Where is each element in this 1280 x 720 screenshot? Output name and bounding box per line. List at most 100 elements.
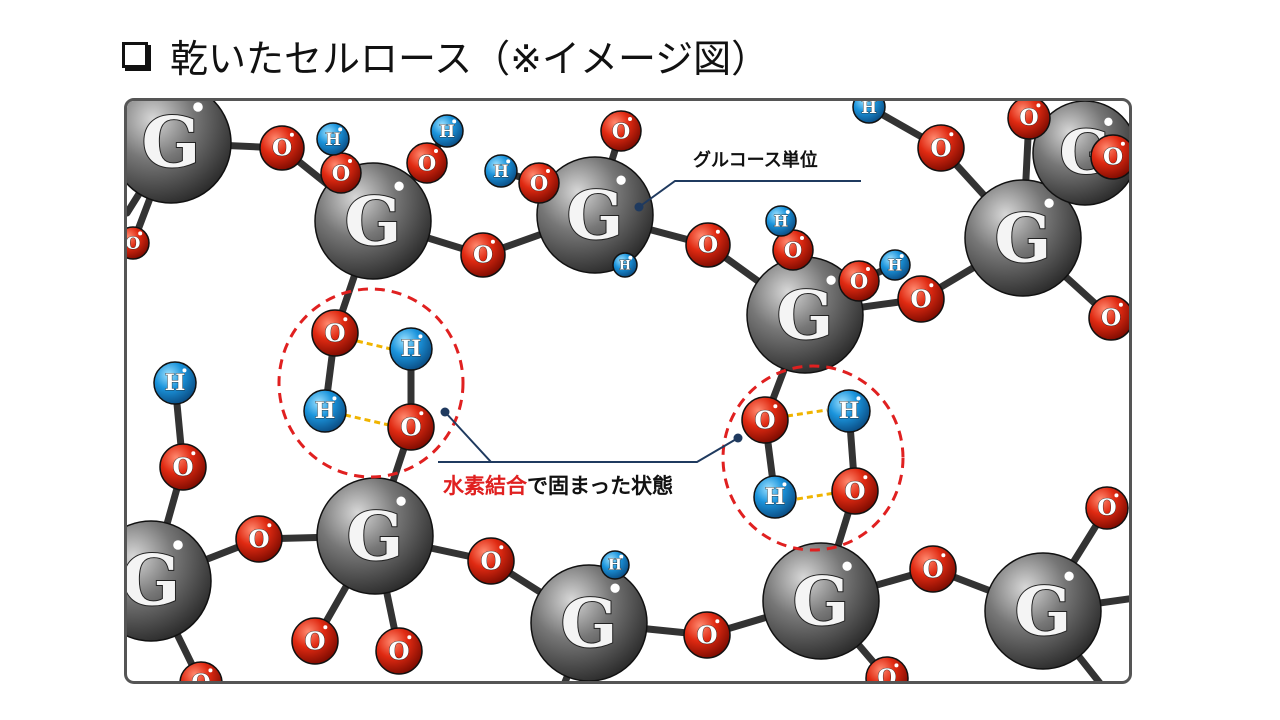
oxygen-atom-symbol: O — [922, 555, 943, 584]
hydrogen-atom: H — [316, 122, 350, 156]
oxygen-atom: O — [235, 515, 283, 563]
glucose-atom: G — [127, 520, 212, 642]
glucose-atom: G — [316, 477, 434, 595]
oxygen-atom: O — [897, 275, 945, 323]
hydrogen-atom-symbol: H — [401, 336, 422, 362]
hydrogen-atom-symbol: H — [165, 370, 186, 396]
hydrogen-atom-symbol: H — [888, 256, 903, 275]
oxygen-atom: O — [127, 226, 150, 260]
oxygen-atom: O — [831, 467, 879, 515]
oxygen-atom-symbol: O — [304, 627, 325, 656]
glucose-atom: G — [746, 256, 864, 374]
oxygen-atom-symbol: O — [480, 547, 501, 576]
oxygen-atom-symbol: O — [784, 238, 802, 263]
oxygen-atom-symbol: O — [332, 161, 350, 186]
hbond-caption: 水素結合で固まった状態 — [443, 474, 673, 498]
oxygen-atom-symbol: O — [400, 413, 421, 442]
oxygen-atom-symbol: O — [1101, 305, 1121, 332]
oxygen-atom-symbol: O — [324, 319, 345, 348]
oxygen-atom-symbol: O — [418, 151, 436, 176]
oxygen-atom-symbol: O — [877, 665, 896, 684]
annotation-overlay: グルコース単位 水素結合で固まった状態 — [277, 149, 905, 552]
oxygen-atom-symbol: O — [1097, 495, 1116, 521]
oxygen-atom: O — [909, 545, 957, 593]
glucose-atom-symbol: G — [142, 103, 201, 184]
glucose-atom-symbol: G — [347, 497, 404, 576]
hbond-caption-rest: で固まった状態 — [527, 474, 673, 498]
hydrogen-bond-line — [786, 408, 828, 418]
hydrogen-atom: H — [430, 114, 464, 148]
glucose-atom-symbol: G — [1015, 572, 1072, 651]
hydrogen-atom: H — [765, 205, 797, 237]
hbond-leader-line-right — [491, 437, 739, 463]
hydrogen-atom-symbol: H — [325, 129, 341, 149]
glucose-atom-symbol: G — [345, 182, 402, 261]
checkbox-bullet-icon — [122, 42, 148, 68]
hydrogen-atom: H — [600, 550, 630, 580]
glucose-atom: G — [964, 179, 1082, 297]
glucose-atom-symbol: G — [995, 199, 1052, 278]
glucose-atom-symbol: G — [793, 562, 850, 641]
hydrogen-atom-symbol: H — [439, 121, 455, 141]
oxygen-atom: O — [1085, 486, 1129, 530]
oxygen-atom-symbol: O — [698, 232, 718, 259]
hydrogen-atom-symbol: H — [765, 484, 786, 510]
hbond-caption-emphasis: 水素結合 — [443, 474, 528, 498]
oxygen-atom-symbol: O — [930, 134, 951, 163]
oxygen-atom-symbol: O — [191, 670, 210, 684]
hydrogen-atom-symbol: H — [493, 161, 509, 181]
oxygen-atom-symbol: O — [1103, 144, 1123, 171]
oxygen-atom: O — [917, 124, 965, 172]
oxygen-atom: O — [159, 443, 207, 491]
hydrogen-atom: H — [612, 252, 638, 278]
oxygen-atom: O — [179, 661, 223, 684]
oxygen-atom: O — [259, 125, 305, 171]
glucose-atom: G — [536, 156, 654, 274]
oxygen-atom: O — [1088, 295, 1129, 341]
hydrogen-atom: H — [303, 389, 347, 433]
oxygen-atom-symbol: O — [172, 453, 193, 482]
hydrogen-atom: H — [827, 389, 871, 433]
hydrogen-atom-symbol: H — [839, 398, 860, 424]
hydrogen-atom: H — [153, 361, 197, 405]
oxygen-atom-symbol: O — [248, 525, 269, 554]
glucose-unit-label: グルコース単位 — [693, 149, 818, 171]
hydrogen-atom: H — [389, 327, 433, 371]
oxygen-atom: O — [741, 396, 789, 444]
slide-title: 乾いたセルロース（※イメージ図） — [122, 30, 770, 81]
hydrogen-bond-line — [344, 413, 390, 427]
oxygen-atom-symbol: O — [850, 269, 868, 294]
hydrogen-atom: H — [879, 249, 911, 281]
oxygen-atom: O — [518, 162, 560, 204]
oxygen-atom: O — [1090, 134, 1129, 180]
hydrogen-bond-lines — [344, 339, 836, 501]
hydrogen-bond-line — [356, 339, 392, 351]
hydrogen-atom-symbol: H — [608, 557, 622, 574]
glucose-atom: G — [530, 564, 648, 681]
slide-title-text: 乾いたセルロース（※イメージ図） — [170, 36, 770, 81]
glucose-atom-symbol: G — [777, 276, 834, 355]
oxygen-atom-symbol: O — [127, 233, 140, 253]
oxygen-atom: O — [460, 232, 506, 278]
oxygen-atom-symbol: O — [696, 621, 717, 650]
oxygen-atom: O — [683, 611, 731, 659]
hydrogen-bond-highlight-left — [277, 287, 465, 479]
oxygen-atom-symbol: O — [754, 406, 775, 435]
oxygen-atom-symbol: O — [910, 285, 931, 314]
oxygen-atom: O — [467, 537, 515, 585]
oxygen-atom: O — [685, 222, 731, 268]
hydrogen-atom: H — [852, 101, 886, 124]
oxygen-atom-symbol: O — [844, 477, 865, 506]
glucose-atom: G — [127, 101, 232, 204]
oxygen-atom: O — [772, 229, 814, 271]
glucose-atom: G — [984, 552, 1102, 670]
hydrogen-atom-symbol: H — [861, 101, 877, 117]
oxygen-atom: O — [311, 309, 359, 357]
oxygen-atom: O — [1007, 101, 1051, 140]
hydrogen-bond-line — [796, 491, 836, 501]
hydrogen-atom-symbol: H — [774, 212, 789, 231]
oxygen-atom: O — [375, 627, 423, 675]
